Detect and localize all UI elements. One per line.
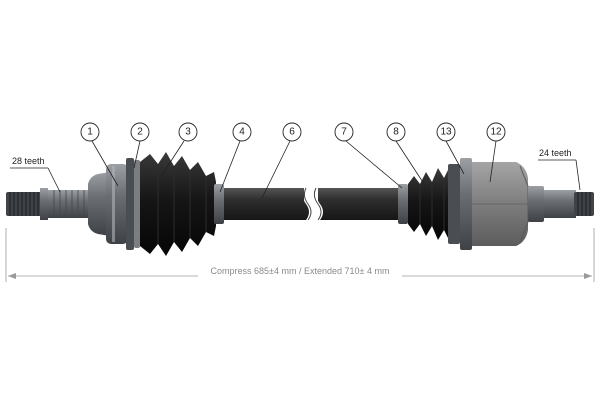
callout-7-number: 7 [341,127,347,138]
callout-3-number: 3 [185,127,191,138]
callout-3: 3 [178,122,198,142]
callout-6: 6 [282,122,302,142]
callout-13-number: 13 [440,127,452,138]
dimension-text: Compress 685±4 mm / Extended 710± 4 mm [211,266,390,276]
callout-2-number: 2 [137,127,143,138]
right-spline-label: 24 teeth [539,148,572,158]
callout-13: 13 [436,122,456,142]
callout-8-number: 8 [393,127,399,138]
callout-6-number: 6 [289,127,295,138]
left-spline-stub [6,188,88,220]
callout-12: 12 [486,122,506,142]
axle-shaft [224,184,408,224]
leader-lines [10,140,581,199]
left-cv-joint [88,158,140,250]
callout-4-number: 4 [239,127,245,138]
right-tripod-housing [448,158,594,250]
callout-4: 4 [232,122,252,142]
callout-1: 1 [80,122,100,142]
left-boot [140,152,224,256]
callout-1-number: 1 [87,127,93,138]
left-spline-label: 28 teeth [12,156,45,166]
callout-7: 7 [334,122,354,142]
callout-2: 2 [130,122,150,142]
callout-8: 8 [386,122,406,142]
callout-12-number: 12 [490,127,502,138]
right-boot [408,168,448,240]
length-dimension: Compress 685±4 mm / Extended 710± 4 mm [5,228,595,282]
